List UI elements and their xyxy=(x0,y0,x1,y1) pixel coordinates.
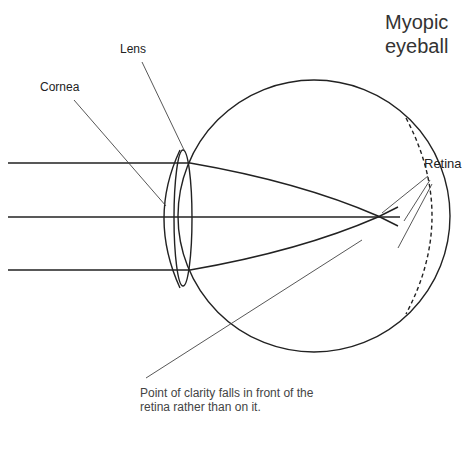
cornea-arc xyxy=(164,150,180,288)
note-text: Point of clarity falls in front of the r… xyxy=(140,386,340,415)
leader-line xyxy=(146,240,362,378)
leader-line xyxy=(74,100,166,206)
part-label: Cornea xyxy=(40,80,79,94)
part-label: Lens xyxy=(120,42,146,56)
leader-line xyxy=(142,62,185,152)
light-ray xyxy=(8,207,398,270)
eyeball-outline xyxy=(178,80,450,352)
light-ray xyxy=(8,216,400,217)
part-label: Retina xyxy=(424,156,462,172)
normal-retina-arc xyxy=(406,118,432,314)
diagram-title: Myopic eyeball xyxy=(385,10,469,58)
leader-line xyxy=(404,180,430,221)
lens-shape xyxy=(174,150,192,286)
leader-line xyxy=(398,184,432,248)
